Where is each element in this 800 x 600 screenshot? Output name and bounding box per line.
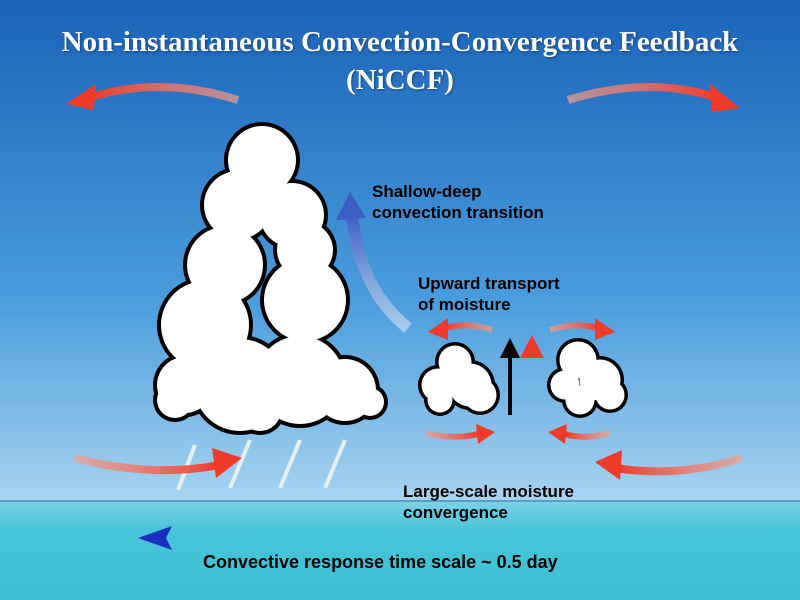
cumulonimbus-cloud-icon	[153, 122, 388, 435]
inflow-arrow-left	[73, 448, 242, 478]
small-convergence-arrows	[424, 318, 615, 444]
title-line-2: (NiCCF)	[346, 64, 454, 96]
small-cloud-left-icon	[418, 342, 500, 416]
updraft-arrows	[500, 335, 544, 418]
title-line-1: Non-instantaneous Convection-Convergence…	[61, 26, 739, 58]
label-line: convergence	[403, 503, 508, 522]
timescale-arrow	[138, 526, 640, 550]
label-timescale: Convective response time scale ~ 0.5 day	[203, 552, 558, 572]
outflow-arrow-left	[66, 82, 240, 110]
outflow-arrow-right	[566, 82, 740, 112]
label-line: Shallow-deep	[372, 182, 482, 201]
label-upward-transport: Upward transport of moisture	[418, 273, 560, 315]
label-line: Large-scale moisture	[403, 482, 575, 501]
label-moisture-convergence: Large-scale moisture convergence	[403, 481, 574, 523]
inflow-arrow-right	[595, 450, 744, 480]
shallow-deep-transition-arrow	[336, 192, 412, 333]
sea	[0, 500, 800, 600]
label-line: of moisture	[418, 295, 511, 314]
label-line: convection transition	[372, 203, 544, 222]
label-shallow-deep: Shallow-deep convection transition	[372, 181, 544, 223]
small-cloud-right-icon	[547, 338, 628, 418]
label-line: Upward transport	[418, 274, 560, 293]
